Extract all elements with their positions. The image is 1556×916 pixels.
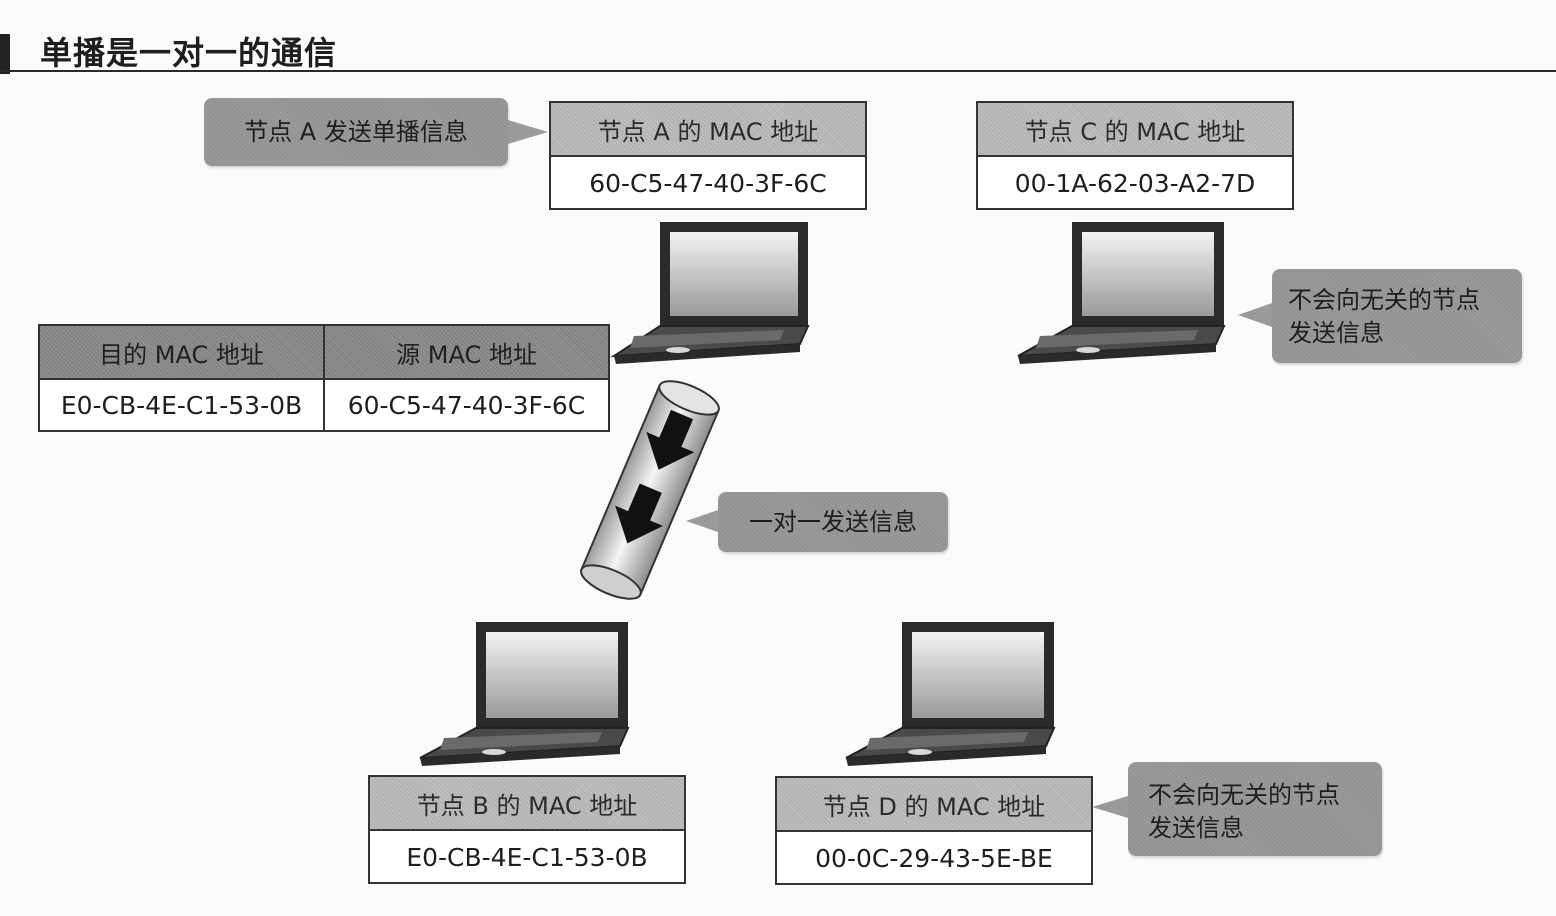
node-b-mac-value: E0-CB-4E-C1-53-0B — [406, 842, 648, 872]
node-a-mac-label: 节点 A 的 MAC 地址 — [551, 103, 865, 157]
title-divider — [0, 70, 1556, 72]
node-d-mac-value: 00-0C-29-43-5E-BE — [815, 843, 1053, 873]
node-c-mac-box: 节点 C 的 MAC 地址 00-1A-62-03-A2-7D — [976, 101, 1294, 210]
src-mac-column: 源 MAC 地址 60-C5-47-40-3F-6C — [323, 326, 608, 430]
src-mac-header: 源 MAC 地址 — [325, 326, 608, 380]
laptop-icon — [610, 222, 810, 364]
title-marker — [0, 34, 10, 74]
laptop-icon — [845, 622, 1056, 766]
callout-one-to-one: 一对一发送信息 — [686, 492, 948, 552]
node-c-mac-label: 节点 C 的 MAC 地址 — [978, 103, 1292, 157]
title-bar: 单播是一对一的通信 — [0, 0, 1556, 76]
down-arrow-icon — [615, 483, 663, 544]
callout-node-d-line2: 发送信息 — [1148, 814, 1244, 842]
laptop-icon — [419, 622, 630, 766]
callout-one-to-one-text: 一对一发送信息 — [749, 508, 917, 536]
callout-node-d-line1: 不会向无关的节点 — [1148, 781, 1340, 809]
src-mac-value: 60-C5-47-40-3F-6C — [347, 390, 586, 420]
node-a-mac-value: 60-C5-47-40-3F-6C — [589, 168, 827, 198]
callout-send-tail — [508, 120, 548, 144]
dest-mac-column: 目的 MAC 地址 E0-CB-4E-C1-53-0B — [40, 326, 323, 430]
callout-node-c-line2: 发送信息 — [1288, 319, 1384, 347]
page-title: 单播是一对一的通信 — [40, 34, 338, 72]
pipe-icon — [580, 380, 720, 600]
callout-one-to-one-tail — [686, 510, 718, 532]
callout-node-d-tail — [1092, 796, 1128, 818]
callout-send-text: 节点 A 发送单播信息 — [244, 118, 468, 146]
node-b-mac-box: 节点 B 的 MAC 地址 E0-CB-4E-C1-53-0B — [368, 775, 686, 884]
callout-node-c: 不会向无关的节点 发送信息 — [1238, 269, 1522, 363]
callout-node-c-tail — [1238, 303, 1272, 327]
node-d-mac-box: 节点 D 的 MAC 地址 00-0C-29-43-5E-BE — [775, 776, 1093, 885]
node-b-mac-label: 节点 B 的 MAC 地址 — [370, 777, 684, 831]
node-c-mac-value: 00-1A-62-03-A2-7D — [1014, 168, 1256, 198]
dest-mac-header: 目的 MAC 地址 — [40, 326, 323, 380]
laptop-icon — [1017, 222, 1226, 364]
node-a-mac-box: 节点 A 的 MAC 地址 60-C5-47-40-3F-6C — [549, 101, 867, 210]
down-arrow-icon — [646, 409, 695, 470]
callout-node-c-line1: 不会向无关的节点 — [1288, 286, 1480, 314]
dest-mac-value: E0-CB-4E-C1-53-0B — [60, 390, 303, 420]
callout-node-d: 不会向无关的节点 发送信息 — [1092, 762, 1382, 856]
node-d-mac-label: 节点 D 的 MAC 地址 — [777, 778, 1091, 832]
callout-send: 节点 A 发送单播信息 — [204, 98, 548, 166]
frame-mac-table: 目的 MAC 地址 E0-CB-4E-C1-53-0B 源 MAC 地址 60-… — [38, 324, 610, 432]
